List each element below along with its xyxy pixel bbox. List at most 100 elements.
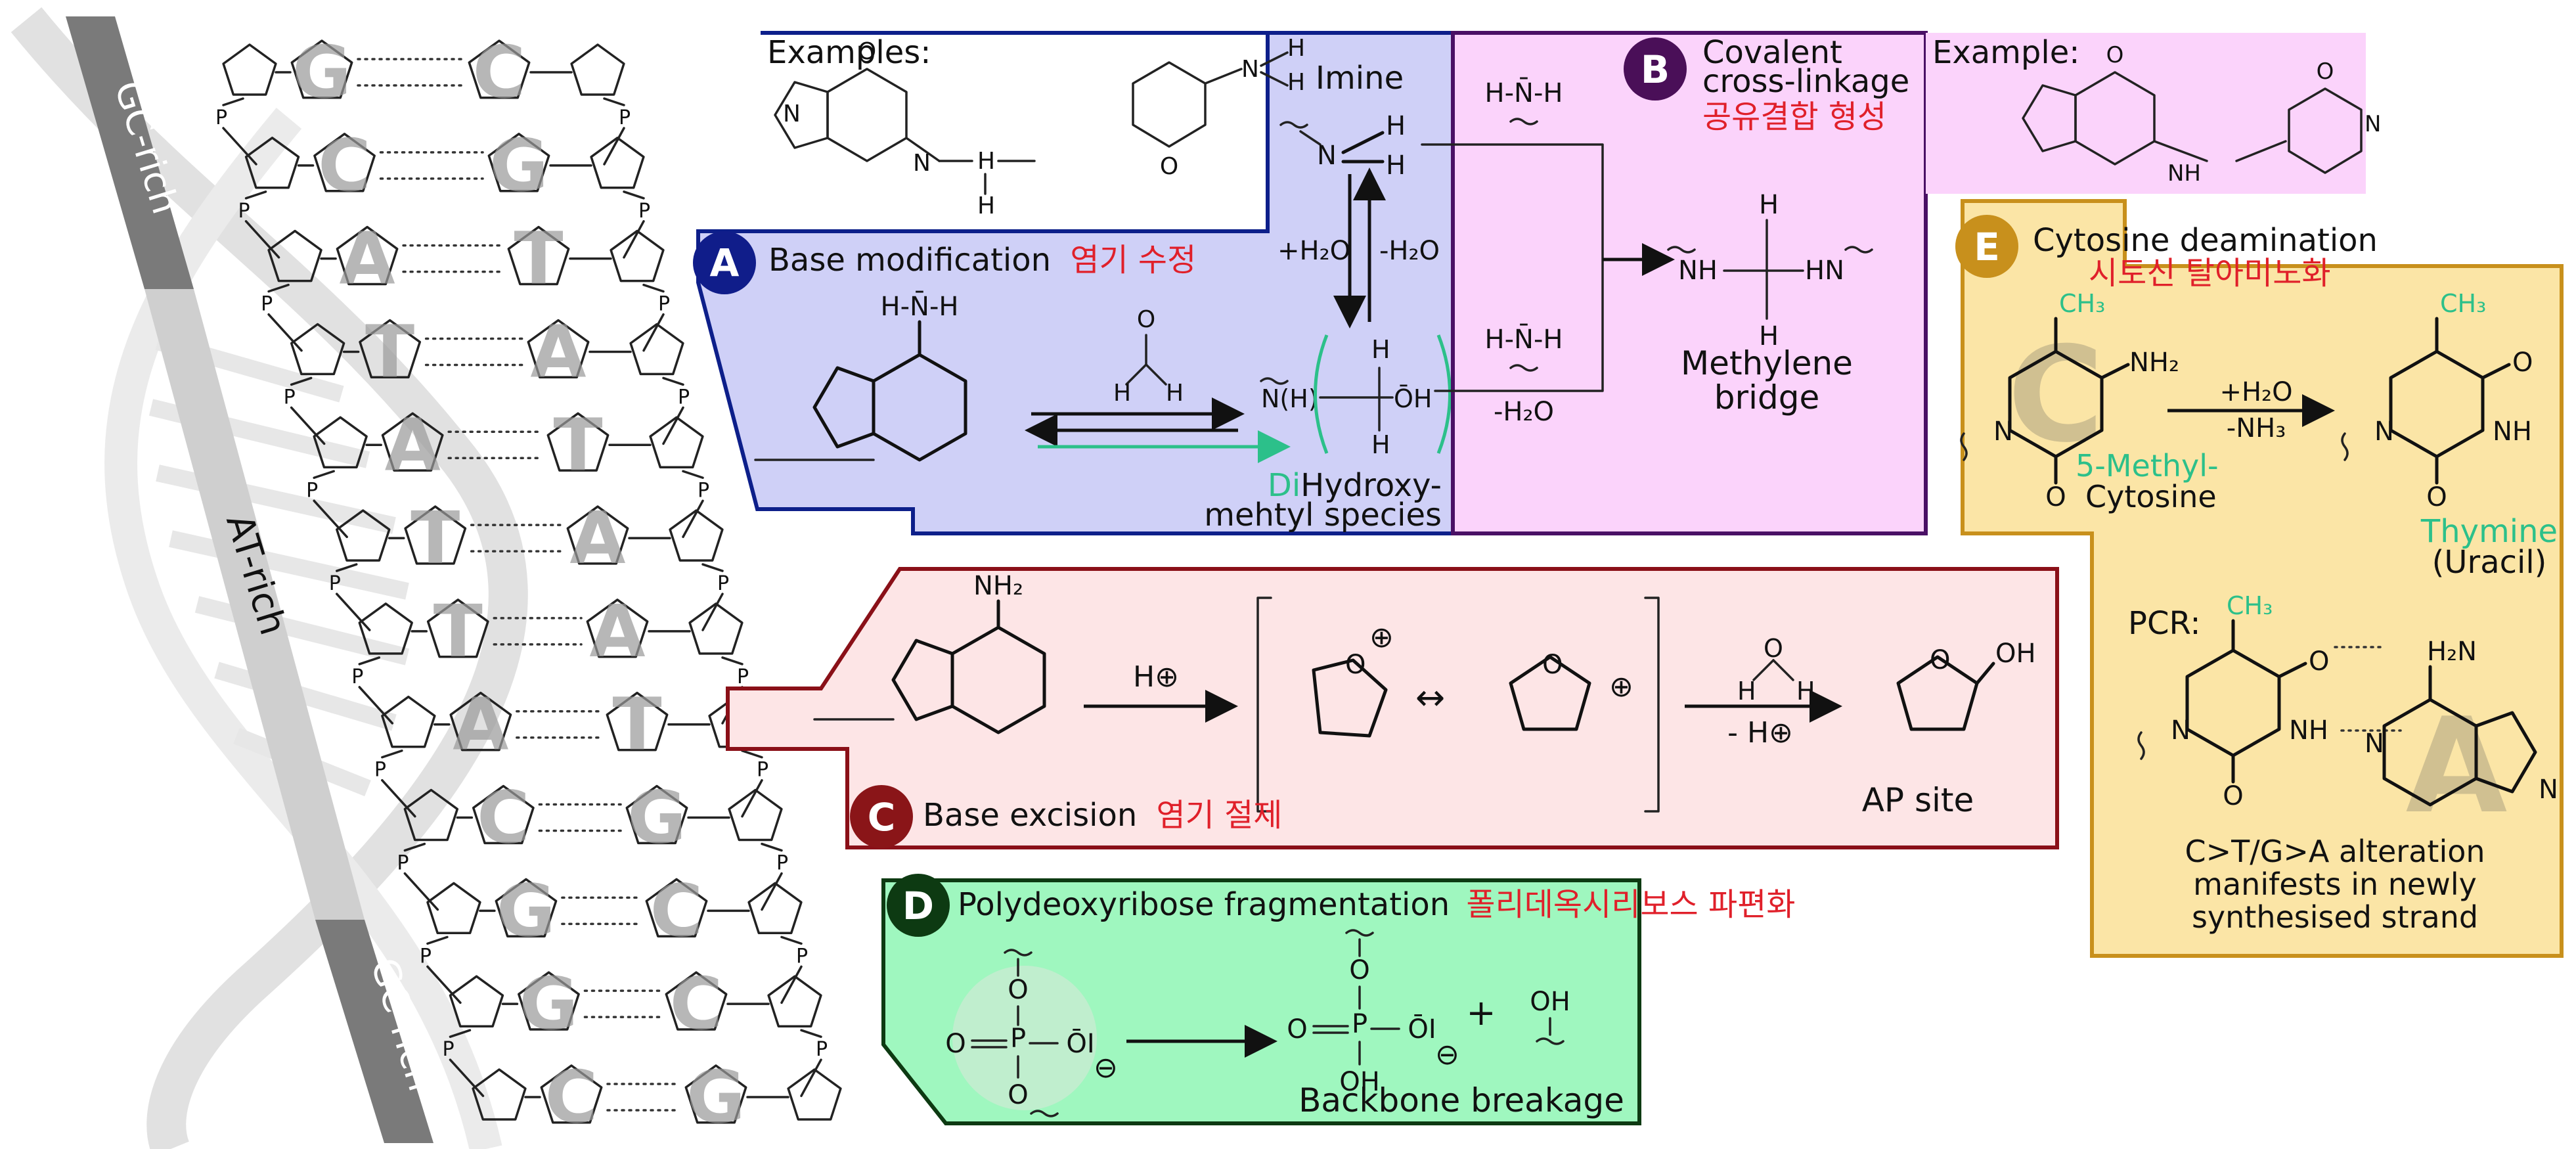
base-ring	[684, 1064, 747, 1124]
atom: H	[1796, 677, 1815, 706]
methylene-bridge-label-1: Methylene	[1681, 344, 1853, 382]
atom: ŌI	[1066, 1028, 1094, 1059]
reagent-ammonia: -NH₃	[2227, 413, 2286, 443]
panel-c-title: Base excision 염기 절제	[923, 797, 1282, 834]
atom: H₂N	[2427, 637, 2477, 667]
sugar-ring	[590, 137, 645, 189]
panel-b-crosslink: B Covalent cross-linkage 공유결합 형성 H-N̄-H …	[1421, 31, 2381, 535]
phosphate-atom: P	[306, 479, 318, 502]
sugar-ring	[290, 323, 345, 376]
panel-e-title-ko: 시토신 탈아미노화	[2089, 255, 2331, 292]
base-letter: A	[569, 496, 625, 580]
base-letter: G	[292, 30, 351, 114]
base-letter: G	[686, 1055, 745, 1139]
base-ring	[507, 225, 570, 286]
base-ring	[495, 878, 558, 937]
base-ring	[359, 319, 422, 379]
base-letter: C	[545, 1055, 598, 1139]
phosphate-atom: P	[284, 386, 296, 409]
base-ring	[290, 39, 353, 99]
sugar-ring	[728, 788, 783, 842]
adenine-structure: H-N̄-H	[812, 290, 967, 462]
phosphate-atom: P	[238, 200, 250, 223]
reagent-water: +H₂O	[2219, 377, 2292, 407]
atom: N	[2374, 417, 2394, 447]
atom: H	[1759, 190, 1779, 220]
panel-b-title-1: Covalent	[1702, 34, 1842, 71]
reagent-minus-water: -H₂O	[1379, 236, 1440, 266]
base-letter: C	[477, 776, 530, 860]
base-letter: A	[340, 217, 395, 301]
phosphate-atom: P	[816, 1038, 828, 1061]
pcr-adenine-structure: A H₂N N N	[2365, 637, 2558, 843]
atom: N	[1993, 417, 2013, 447]
base-letter: T	[411, 496, 460, 580]
methyl-label: CH₃	[2059, 289, 2105, 318]
pcr-note-3: synthesised strand	[2192, 899, 2478, 935]
sugar-ring	[381, 695, 436, 748]
atom: H	[977, 148, 995, 175]
panel-a-badge	[693, 231, 756, 294]
atom: O	[1137, 306, 1155, 333]
phosphate-atom: P	[420, 945, 432, 968]
amine-top: H-N̄-H	[1485, 77, 1563, 108]
base-ring	[527, 319, 590, 379]
phosphate-atom: P	[329, 572, 341, 595]
base-letter-a: A	[2406, 690, 2508, 843]
panel-b-title-2: cross-linkage	[1702, 63, 1909, 100]
base-letter: T	[433, 589, 483, 673]
base-ring	[404, 505, 467, 565]
phosphate-atom: P	[442, 1038, 454, 1061]
atom: N	[913, 150, 931, 177]
atom: O	[1008, 1080, 1028, 1110]
base-ring	[665, 971, 728, 1031]
resonance-arrow: ↔	[1415, 677, 1445, 718]
atom: H	[1113, 380, 1131, 407]
base-ring	[468, 39, 531, 99]
sugar-ring	[267, 229, 322, 282]
atom: H	[1287, 35, 1305, 62]
panel-d-badge-letter: D	[902, 884, 934, 928]
phosphate-atom: P	[698, 479, 709, 502]
atom: NH	[2167, 160, 2201, 187]
panel-a-base-modification: Examples: N N H H O N H H O A B	[693, 31, 1465, 535]
atom: H	[1737, 677, 1756, 706]
atom: OH	[1995, 639, 2036, 669]
base-letter: T	[553, 403, 602, 487]
atom: O	[2309, 646, 2329, 677]
base-ring	[313, 133, 376, 192]
atom: ŌI	[1408, 1014, 1436, 1045]
atom: OH	[1530, 987, 1570, 1017]
pcr-note-1: C>T/G>A alteration	[2185, 834, 2485, 869]
phosphate-atom: P	[374, 759, 386, 782]
atom: N(H)	[1261, 384, 1318, 413]
base-ring	[487, 133, 550, 192]
atom: N	[1241, 56, 1259, 83]
base-ring	[606, 691, 669, 752]
atom: N	[2365, 111, 2381, 137]
panel-c-shape	[726, 567, 2059, 849]
atom: P	[1352, 1009, 1367, 1039]
phosphate-atom: P	[678, 386, 690, 409]
dihydroxymethyl-label-2: mehtyl species	[1204, 497, 1442, 533]
sugar-ring	[570, 43, 625, 96]
base-ring	[426, 598, 489, 658]
sugar-ring	[472, 1068, 527, 1121]
atom: H	[1386, 150, 1406, 181]
bracket-right	[1644, 597, 1660, 813]
panel-c-base-excision: NH₂ H⊕ O ⊕ ↔ O ⊕ O H H - H⊕ O	[726, 567, 2059, 849]
panel-a-examples-label: Examples:	[767, 34, 931, 71]
sugar-ring	[610, 229, 665, 282]
phosphate-atom: P	[638, 200, 650, 223]
reagent-minus-water-b: -H₂O	[1494, 397, 1554, 427]
phosphate-reactant-structure: O P O ŌI ⊖ O	[945, 949, 1118, 1117]
atom: O	[945, 1029, 966, 1059]
base-letter: A	[589, 589, 645, 673]
example-structure-adenine-hydroxymethyl: N N H H O	[774, 38, 1036, 219]
charge: ⊖	[1094, 1051, 1118, 1085]
pcr-thymine-structure: CH₃ O NH O N	[2137, 591, 2329, 811]
base-ring	[586, 598, 649, 658]
base-ring	[518, 971, 580, 1031]
